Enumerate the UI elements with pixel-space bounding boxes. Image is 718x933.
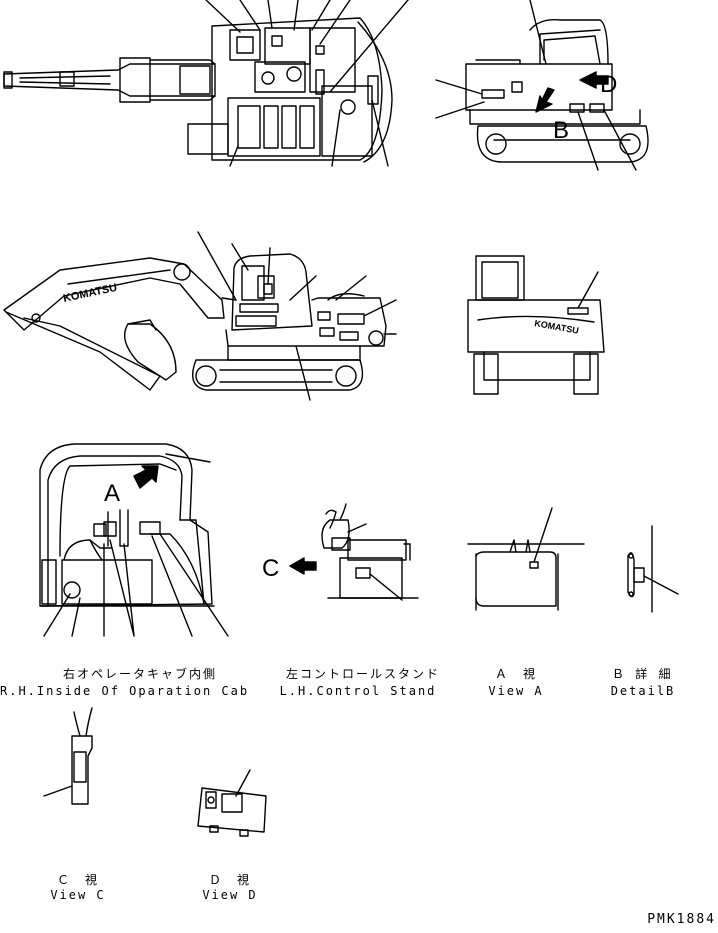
label-d: D bbox=[600, 71, 618, 98]
caption-view-d-en: View D bbox=[202, 888, 258, 902]
caption-rh-cab-en: R.H.Inside Of Oparation Cab bbox=[0, 684, 250, 698]
drawing-number: PMK1884 bbox=[647, 912, 716, 927]
detail-b-view bbox=[627, 525, 679, 613]
caption-lh-stand-en: L.H.Control Stand bbox=[279, 684, 437, 698]
caption-detail-b-en: DetailB bbox=[610, 684, 676, 698]
left-side-view-excavator bbox=[3, 231, 397, 401]
lh-control-stand-view bbox=[289, 503, 419, 601]
caption-view-a-en: View A bbox=[488, 684, 544, 698]
view-d-detail bbox=[197, 769, 267, 837]
caption-view-c-jp: Ｃ 視 bbox=[56, 873, 99, 887]
top-view-excavator bbox=[3, 0, 409, 167]
caption-view-d-jp: Ｄ 視 bbox=[208, 873, 251, 887]
view-a-detail bbox=[467, 507, 585, 611]
rear-brand-text: KOMATSU bbox=[534, 318, 580, 336]
caption-lh-stand-jp: 左コントロールスタンド bbox=[286, 667, 441, 681]
view-c-detail bbox=[43, 707, 93, 805]
rear-side-view-excavator bbox=[435, 0, 649, 171]
label-a: A bbox=[104, 480, 121, 507]
caption-detail-b-jp: Ｂ 詳 細 bbox=[612, 667, 673, 681]
caption-view-c-en: View C bbox=[50, 888, 106, 902]
rear-view-excavator bbox=[467, 255, 605, 395]
label-b: B bbox=[553, 117, 570, 144]
label-c: C bbox=[262, 555, 280, 582]
cab-interior-view bbox=[39, 443, 229, 637]
caption-view-a-jp: Ａ 視 bbox=[494, 667, 537, 681]
caption-rh-cab-jp: 右オペレータキャブ内側 bbox=[62, 667, 217, 681]
boom-brand-text: KOMATSU bbox=[62, 282, 118, 305]
